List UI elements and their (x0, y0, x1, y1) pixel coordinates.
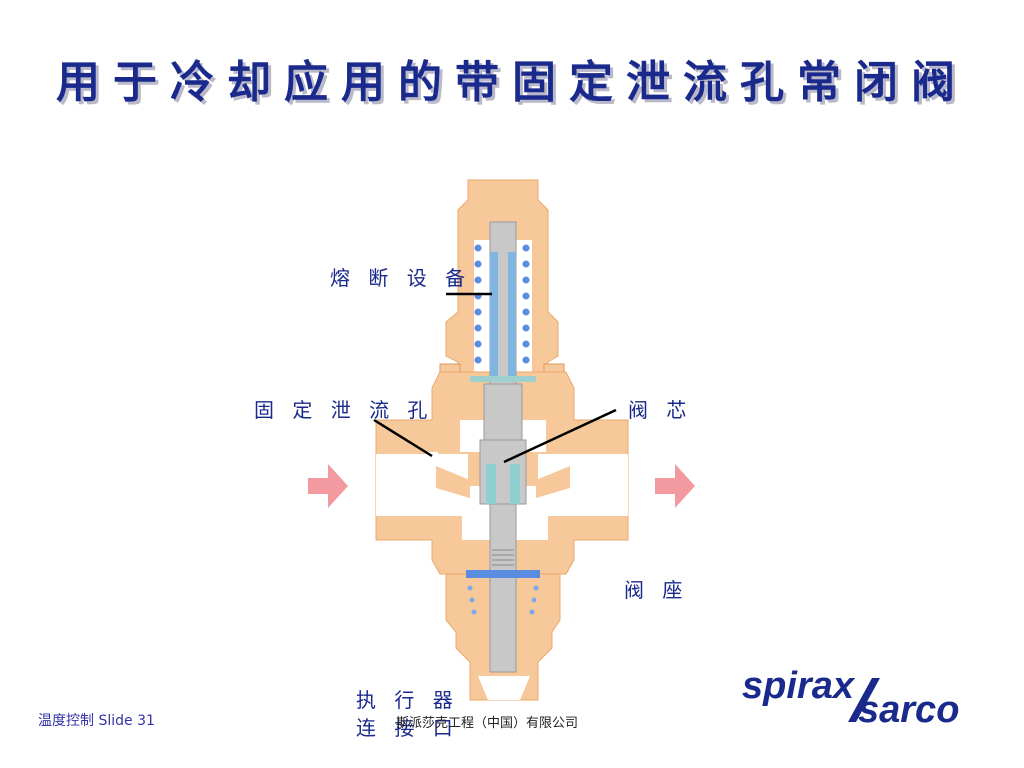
label-actuator-line2: 连 接 口 (356, 716, 459, 740)
label-fixed-bleed-hole: 固 定 泄 流 孔 (254, 398, 434, 422)
inlet-arrow (308, 464, 348, 508)
label-valve-seat: 阀 座 (624, 578, 689, 602)
leader-plug (503, 408, 617, 464)
bleed-hole (428, 452, 438, 458)
label-fusible-device: 熔 断 设 备 (330, 266, 472, 290)
valve-seat-shape (436, 466, 470, 498)
footer-company: 斯派莎克工程（中国）有限公司 (396, 716, 579, 731)
top-spring (474, 244, 530, 364)
outlet-arrow (655, 464, 695, 508)
leader-bleed (373, 418, 433, 458)
slide-title: 用于冷却应用的带固定泄流孔常闭阀 (56, 57, 968, 108)
label-valve-plug: 阀 芯 (628, 398, 693, 422)
label-actuator-line1: 执 行 器 (356, 688, 459, 712)
bottom-spring-cup (466, 570, 540, 578)
footer-slide-number: 温度控制 Slide 31 (38, 713, 155, 729)
